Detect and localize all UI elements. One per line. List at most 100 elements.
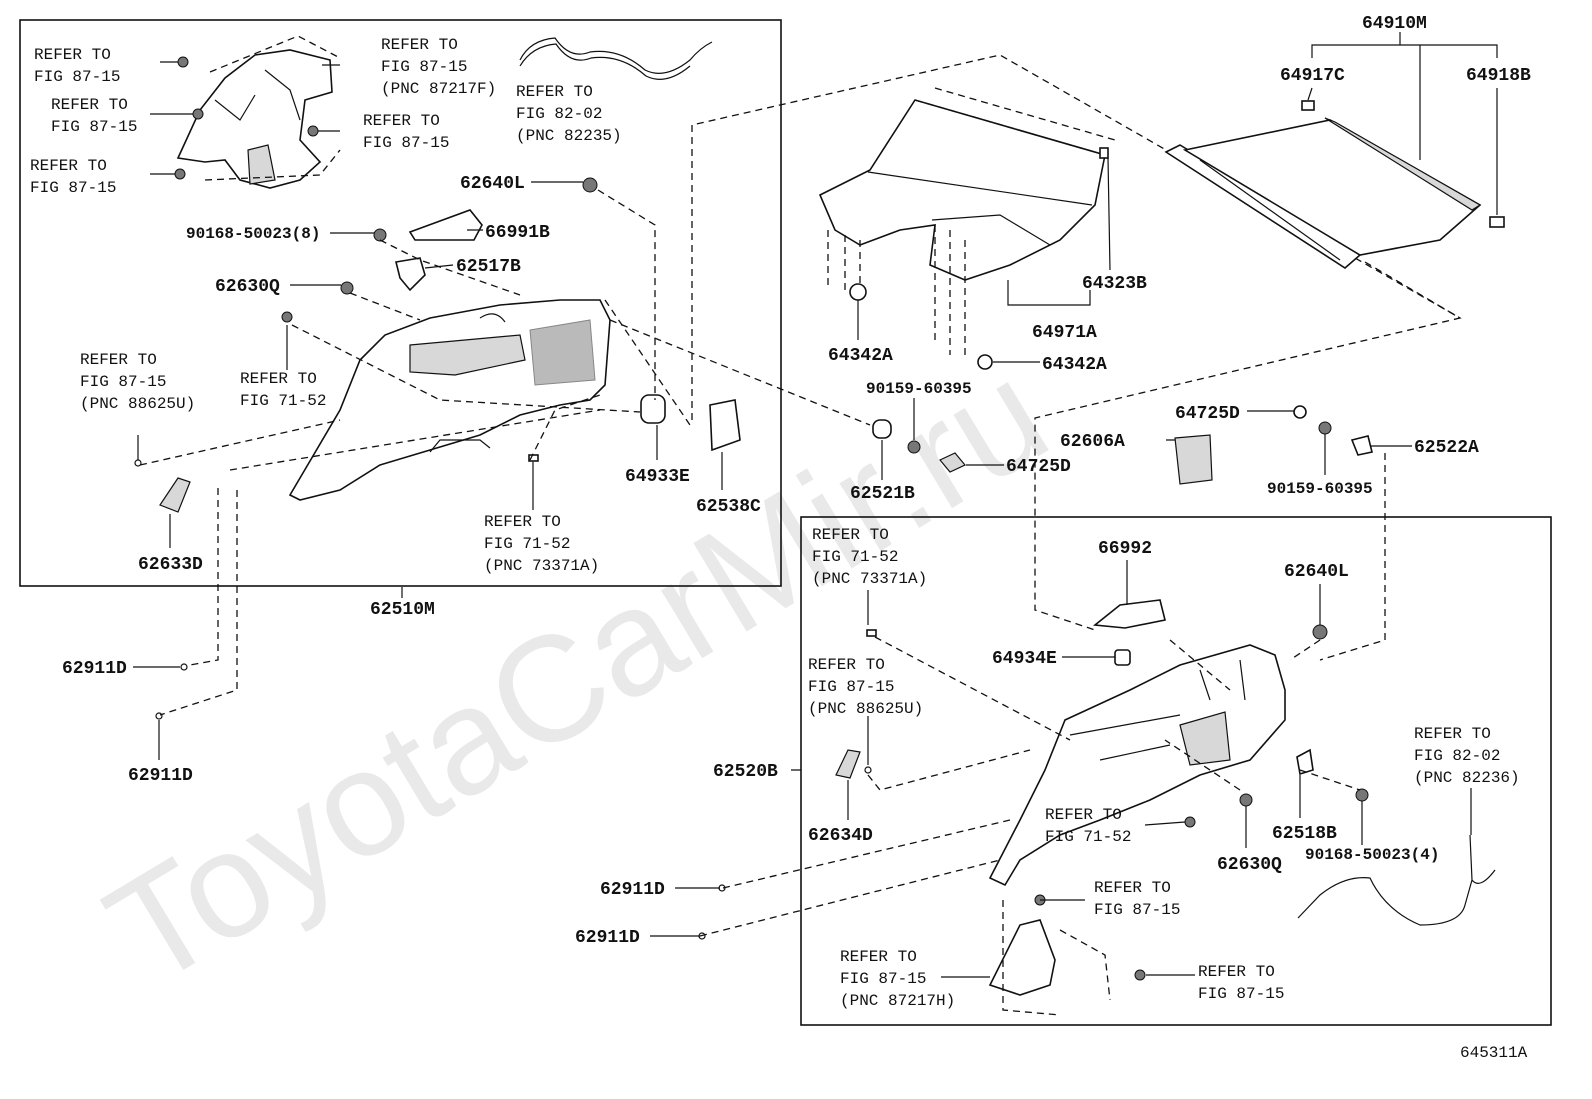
bolt-90168-icon (373, 228, 387, 242)
part-62640l-icon (582, 177, 598, 193)
svg-text:(PNC 73371A): (PNC 73371A) (484, 557, 599, 575)
svg-text:FIG 87-15: FIG 87-15 (1198, 985, 1284, 1003)
clip-icon (307, 125, 319, 137)
part-62630q-icon (340, 281, 354, 295)
part-62538c-illustration (709, 399, 741, 452)
part-label-64934e: 64934E (992, 649, 1057, 669)
svg-text:REFER TO: REFER TO (381, 36, 458, 54)
part-label-62538c: 62538C (696, 497, 761, 517)
deck-board-64971a-illustration (818, 87, 1116, 360)
part-label-66991b: 66991B (485, 223, 550, 243)
tonneau-cover-64910m-illustration (1164, 117, 1482, 269)
svg-text:REFER TO: REFER TO (30, 157, 107, 175)
part-label-64971a: 64971A (1032, 323, 1097, 343)
part-label-64725d-a: 64725D (1006, 457, 1071, 477)
svg-text:FIG 71-52: FIG 71-52 (484, 535, 570, 553)
refer-label-87-15-f: REFER TO FIG 87-15 (1198, 963, 1284, 1003)
part-label-62634d: 62634D (808, 826, 873, 846)
quarter-trim-panel-left-illustration (288, 299, 611, 501)
clip-icon (174, 168, 186, 180)
clip-icon (1184, 816, 1196, 828)
refer-label-87-15-e: REFER TO FIG 87-15 (1094, 879, 1180, 919)
svg-text:FIG 87-15: FIG 87-15 (80, 373, 166, 391)
refer-label-87-15-d: REFER TO FIG 87-15 (363, 112, 449, 152)
clip-62911d-icon (155, 712, 163, 720)
part-62630q-icon-right (1239, 793, 1253, 807)
clip-62911d-icon (180, 663, 188, 671)
left-panel-frame (19, 19, 782, 587)
part-label-90159-a: 90159-60395 (866, 380, 972, 398)
bracket-87217f-illustration (176, 35, 341, 189)
refer-label-82236: REFER TO FIG 82-02 (PNC 82236) (1414, 725, 1520, 787)
part-label-62911d-c: 62911D (600, 880, 665, 900)
part-62522a-illustration (1350, 435, 1373, 456)
svg-text:REFER TO: REFER TO (80, 351, 157, 369)
part-label-62633d: 62633D (138, 555, 203, 575)
svg-text:FIG 87-15: FIG 87-15 (51, 118, 137, 136)
part-label-64933e: 64933E (625, 467, 690, 487)
svg-text:REFER TO: REFER TO (34, 46, 111, 64)
part-64342a-icon (977, 354, 993, 370)
part-label-64342a-a: 64342A (828, 346, 893, 366)
svg-text:REFER TO: REFER TO (240, 370, 317, 388)
quarter-trim-panel-right-illustration (988, 644, 1286, 887)
part-label-62522a: 62522A (1414, 438, 1479, 458)
part-label-90159-b: 90159-60395 (1267, 480, 1373, 498)
part-label-62640l-right: 62640L (1284, 562, 1349, 582)
part-62521b-illustration (872, 419, 892, 439)
svg-text:(PNC 73371A): (PNC 73371A) (812, 570, 927, 588)
part-label-62911d-b: 62911D (128, 766, 193, 786)
refer-label-87-15-b: REFER TO FIG 87-15 (51, 96, 137, 136)
svg-text:FIG 87-15: FIG 87-15 (1094, 901, 1180, 919)
part-62518b-illustration (1296, 748, 1314, 776)
part-label-62630q-right: 62630Q (1217, 855, 1282, 875)
part-label-62630q-left: 62630Q (215, 277, 280, 297)
svg-text:(PNC 88625U): (PNC 88625U) (808, 700, 923, 718)
part-64725d-icon (1293, 405, 1307, 419)
clip-icon (281, 311, 293, 323)
part-label-64918b: 64918B (1466, 66, 1531, 86)
bolt-90159-icon (907, 440, 921, 454)
wire-harness-82235 (519, 37, 713, 80)
part-62640l-icon-right (1312, 624, 1328, 640)
svg-text:REFER TO: REFER TO (1045, 806, 1122, 824)
svg-text:(PNC 82236): (PNC 82236) (1414, 769, 1520, 787)
refer-label-73371a-right: REFER TO FIG 71-52 (PNC 73371A) (812, 526, 927, 588)
part-label-62521b: 62521B (850, 484, 915, 504)
svg-text:REFER TO: REFER TO (51, 96, 128, 114)
clip-icon (192, 108, 204, 120)
bracket-87217h-illustration (988, 919, 1056, 996)
part-label-64725d-b: 64725D (1175, 404, 1240, 424)
svg-text:REFER TO: REFER TO (1198, 963, 1275, 981)
clip-62911d-icon (718, 884, 726, 892)
svg-text:FIG 82-02: FIG 82-02 (1414, 747, 1500, 765)
part-label-90168-4: 90168-50023(4) (1305, 846, 1439, 864)
part-label-64910m: 64910M (1362, 14, 1427, 34)
clip-icon (528, 454, 539, 462)
part-64342a-icon (849, 283, 867, 301)
bolt-90159-icon (1318, 421, 1332, 435)
part-label-62606a: 62606A (1060, 432, 1125, 452)
refer-label-71-52-left: REFER TO FIG 71-52 (240, 370, 326, 410)
refer-label-87217f: REFER TO FIG 87-15 (PNC 87217F) (381, 36, 496, 98)
svg-text:(PNC 82235): (PNC 82235) (516, 127, 622, 145)
figure-id: 645311A (1460, 1044, 1528, 1062)
clip-icon (864, 766, 872, 774)
refer-label-82235: REFER TO FIG 82-02 (PNC 82235) (516, 83, 622, 145)
clip-icon (177, 56, 189, 68)
part-label-64323b: 64323B (1082, 274, 1147, 294)
part-64725d-illustration (939, 452, 966, 473)
svg-text:FIG 87-15: FIG 87-15 (30, 179, 116, 197)
part-62633d-illustration (159, 477, 191, 513)
svg-text:(PNC 88625U): (PNC 88625U) (80, 395, 195, 413)
clip-icon (1134, 969, 1146, 981)
svg-text:(PNC 87217H): (PNC 87217H) (840, 992, 955, 1010)
wire-harness-82236 (1297, 834, 1496, 926)
bolt-90168-icon-right (1355, 788, 1369, 802)
clip-icon (866, 629, 877, 637)
svg-text:FIG 71-52: FIG 71-52 (812, 548, 898, 566)
part-label-62911d-d: 62911D (575, 928, 640, 948)
part-label-66992: 66992 (1098, 539, 1152, 559)
svg-text:(PNC 87217F): (PNC 87217F) (381, 80, 496, 98)
